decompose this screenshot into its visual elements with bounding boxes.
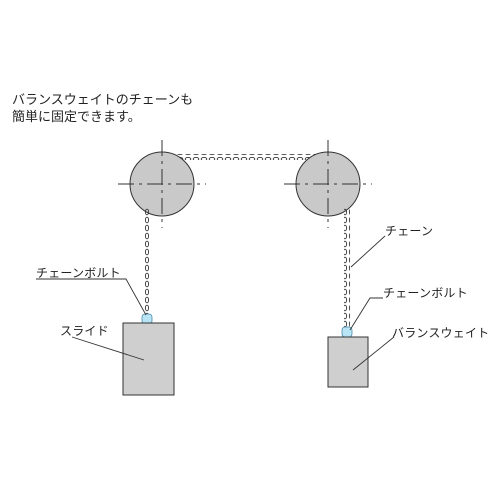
label-balance-weight: バランスウェイト [392, 326, 490, 340]
slide-block [122, 322, 175, 396]
top-chain [162, 154, 328, 160]
left-chain [143, 208, 149, 316]
caption-line-2: 簡単に固定できます。 [12, 110, 141, 125]
label-chain: チェーン [385, 224, 434, 238]
leader-balance-weight [352, 336, 395, 371]
leader-chain-bolt-left [36, 278, 147, 316]
label-slide: スライド [60, 324, 109, 338]
caption-line-1: バランスウェイトのチェーンも [12, 93, 194, 108]
leader-chain-bolt-right [349, 297, 383, 331]
left-sprocket-centerlines [118, 140, 206, 228]
leader-slide [71, 336, 145, 361]
right-sprocket-centerlines [284, 140, 372, 228]
label-chain-bolt-right: チェーンボルト [383, 286, 468, 300]
balance-weight-block [327, 336, 369, 388]
right-chain [344, 208, 350, 328]
label-chain-bolt-left: チェーンボルト [36, 266, 121, 280]
leader-chain [350, 235, 386, 268]
